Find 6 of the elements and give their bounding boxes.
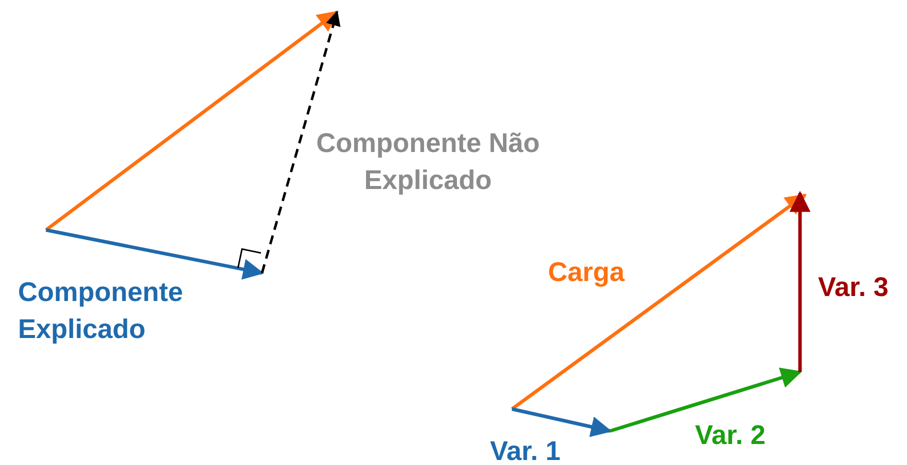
vector-label: Var. 1 [490, 435, 561, 465]
vector-label: Componente Não Explicado [315, 127, 541, 197]
vector-label: Var. 2 [695, 419, 766, 452]
vector-label: Var. 3 [818, 271, 889, 304]
vector-label: Carga [548, 256, 625, 289]
vector-label: Componente Explicado [18, 276, 184, 346]
